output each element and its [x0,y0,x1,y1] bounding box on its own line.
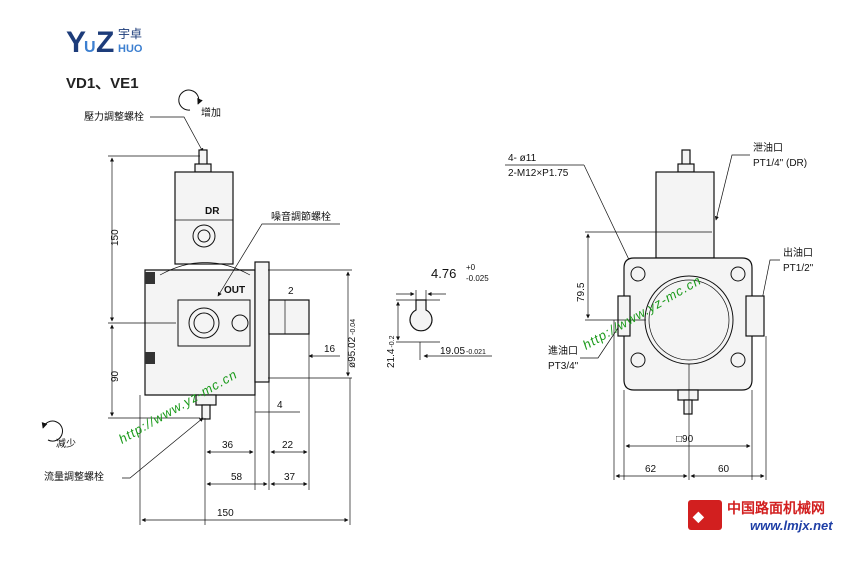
lmjx-logo-glyph: ◆ [692,508,705,524]
decrease-label: 减少 [56,438,76,450]
bolt-hole-tr [730,266,746,282]
inlet-port-size: PT3/4" [548,361,579,372]
dim-4: 4 [277,400,283,411]
bolt-head-top [145,272,155,284]
dim-150-vertical: 150 [110,229,121,246]
yuzhuo-logo: Y U Z 宇卓 HUO [66,26,143,59]
front-upper-housing [655,171,715,259]
logo-z-glyph: Z [96,26,114,59]
dr-port-outer [192,224,216,248]
dim-diameter: ø95.02-0.04 [347,319,358,368]
out-port-bolt [231,314,249,332]
inlet-port-label: 進油口 [548,344,578,357]
dim-angle-glyph: 2 [288,286,294,297]
flow-screw-leader [122,417,204,479]
lmjx-logo-icon [688,500,722,530]
decrease-arrow-icon [41,420,64,442]
dim-22: 22 [282,440,294,451]
logo-huo-glyph: HUO [118,43,143,55]
pressure-screw-label: 壓力調整螺栓 [84,110,144,123]
model-title: VD1、VE1 [66,75,139,92]
out-port-outer [188,307,220,339]
logo-u-glyph: U [84,39,96,56]
dim-60: 60 [718,464,730,475]
bolt-hole-bl [630,352,646,368]
dr-port-label: DR [205,206,220,217]
mount-bolts [630,266,746,368]
mounting-flange [254,261,270,383]
thread-label: 2-M12×P1.75 [508,168,569,179]
housing-curve [159,262,251,276]
increase-arrow-icon [178,89,203,111]
dim-58: 58 [231,472,243,483]
front-bottom-screw [683,399,693,415]
dim-16: 16 [324,344,336,355]
shaft-section [409,299,433,332]
logo-cn-text: 宇卓 [118,27,142,41]
bolt-hole-br [730,352,746,368]
outlet-port-size: PT1/2" [783,263,814,274]
upper-housing [174,171,234,265]
lmjx-logo: ◆ 中国路面机械网 www.lmjx.net [688,500,833,533]
dim-150-horizontal: 150 [217,508,234,519]
dim-square-90: □90 [676,434,694,445]
inlet-boss [617,295,631,337]
dim-37: 37 [284,472,296,483]
front-bottom-nut [677,389,699,401]
outlet-port-label: 出油口 [783,246,813,259]
drain-port-size: PT1/4" (DR) [753,158,807,169]
holes-label: 4- ø11 [508,153,537,164]
outlet-boss [745,295,765,337]
drain-port-label: 泄油口 [753,141,783,154]
lmjx-url: www.lmjx.net [750,518,833,533]
right-front-view: 4- ø11 2-M12×P1.75 泄油口 PT1/4" (DR) 出油口 P… [505,141,814,480]
key-width-dim: 4.76 [431,266,456,281]
flow-screw [201,404,211,420]
noise-screw-label: 噪音調節螺栓 [271,210,331,223]
left-side-view: 增加 壓力調整螺栓 DR OUT 噪音調節螺栓 减少 流 [41,89,358,525]
key-tol-lower: -0.025 [466,274,489,283]
shaft-dia-dim: 19.05-0.021 [440,346,486,357]
pressure-screw-leader [150,116,204,153]
key-height-dim: 21.4-0.2 [386,335,397,368]
out-port-flange [177,299,251,347]
drain-leader [714,154,750,221]
bolt-hole-tl [630,266,646,282]
out-port-inner [193,312,215,334]
pressure-screw-nut [194,163,212,173]
lmjx-cn-name: 中国路面机械网 [727,500,825,516]
increase-label: 增加 [201,106,221,119]
noise-screw-leader [217,223,340,297]
center-bore-inner [648,279,730,361]
dim-79-5: 79.5 [576,282,587,302]
front-top-nut [677,163,695,173]
bolt-head-bottom [145,352,155,364]
dr-port-inner [197,229,211,243]
outlet-leader [758,259,780,311]
shaft-key-detail: 4.76 +0 -0.025 21.4-0.2 19.05-0.021 [386,263,492,368]
holes-leader [583,164,633,267]
dim-90-vertical: 90 [110,370,121,382]
shaft [268,299,310,335]
dim-36: 36 [222,440,234,451]
logo-y-glyph: Y [66,26,86,59]
flow-screw-label: 流量調整螺栓 [44,470,104,483]
dim-62: 62 [645,464,657,475]
out-port-label: OUT [224,285,245,296]
key-tol-upper: +0 [466,263,476,272]
